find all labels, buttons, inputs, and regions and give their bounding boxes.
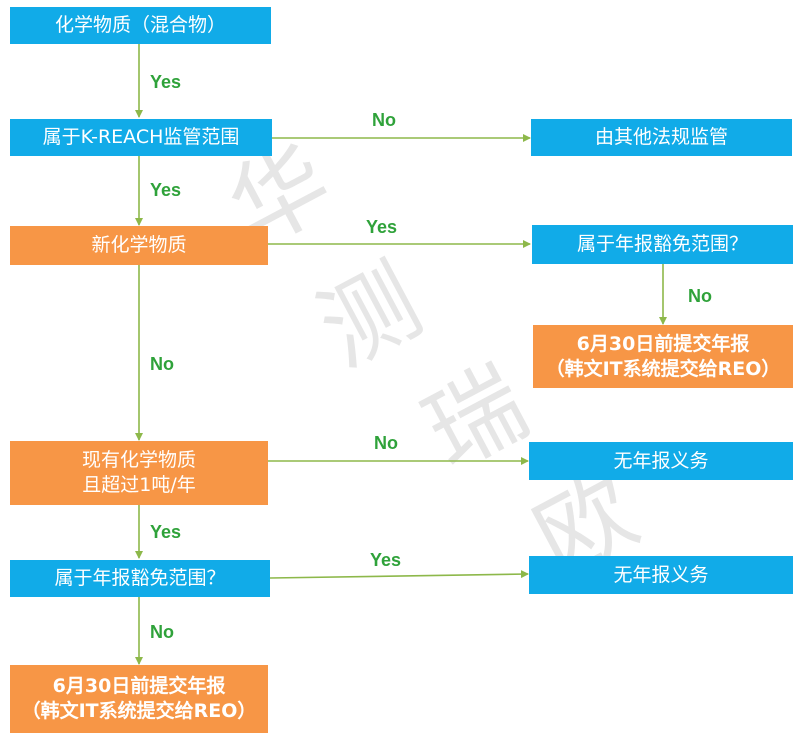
node-existing-chemical-line2: 且超过1吨/年 bbox=[82, 474, 196, 496]
label-exempt2-to-noob: Yes bbox=[370, 550, 402, 570]
node-existing-chemical-line1: 现有化学物质 bbox=[81, 449, 196, 472]
node-new-chemical-text: 新化学物质 bbox=[91, 234, 187, 257]
node-exemption-question-2-text: 属于年报豁免范围？ bbox=[54, 567, 226, 590]
label-exempt2-to-report: No bbox=[150, 622, 174, 642]
node-annual-report-2: 6月30日前提交年报 （韩文IT系统提交给REO） bbox=[10, 665, 268, 733]
label-existing-to-exempt: Yes bbox=[150, 522, 182, 542]
node-exemption-question-1-text: 属于年报豁免范围？ bbox=[576, 233, 748, 256]
node-annual-report-1-line2: （韩文IT系统提交给REO） bbox=[545, 357, 781, 380]
node-exemption-question-2: 属于年报豁免范围？ bbox=[10, 560, 270, 597]
label-exempt-to-report: No bbox=[688, 286, 712, 306]
node-existing-chemical: 现有化学物质 且超过1吨/年 bbox=[10, 441, 268, 505]
label-scope-to-other: No bbox=[372, 110, 396, 130]
label-existing-to-noob: No bbox=[374, 433, 398, 453]
node-exemption-question-1: 属于年报豁免范围？ bbox=[532, 225, 793, 264]
node-k-reach-scope-text: 属于K-REACH监管范围 bbox=[42, 126, 240, 149]
node-other-regulations: 由其他法规监管 bbox=[531, 119, 792, 156]
node-no-obligation-1-text: 无年报义务 bbox=[613, 449, 709, 472]
node-chemical-substance: 化学物质（混合物） bbox=[10, 7, 271, 44]
node-new-chemical: 新化学物质 bbox=[10, 226, 268, 265]
label-new-to-existing: No bbox=[150, 354, 174, 374]
arrow-exempt2-to-noob bbox=[269, 570, 529, 579]
label-new-to-exempt: Yes bbox=[366, 217, 398, 237]
node-k-reach-scope: 属于K-REACH监管范围 bbox=[10, 119, 272, 156]
node-annual-report-2-line2: （韩文IT系统提交给REO） bbox=[21, 700, 257, 722]
node-no-obligation-2: 无年报义务 bbox=[529, 556, 793, 594]
node-no-obligation-1: 无年报义务 bbox=[529, 442, 793, 480]
label-scope-to-new: Yes bbox=[150, 180, 182, 200]
node-annual-report-2-line1: 6月30日前提交年报 bbox=[52, 675, 226, 698]
node-annual-report-1-line1: 6月30日前提交年报 bbox=[576, 332, 750, 355]
label-chem-to-scope: Yes bbox=[150, 72, 182, 92]
node-chemical-substance-text: 化学物质（混合物） bbox=[54, 14, 226, 37]
node-no-obligation-2-text: 无年报义务 bbox=[613, 563, 709, 586]
node-annual-report-1: 6月30日前提交年报 （韩文IT系统提交给REO） bbox=[533, 325, 793, 388]
node-other-regulations-text: 由其他法规监管 bbox=[594, 126, 728, 149]
